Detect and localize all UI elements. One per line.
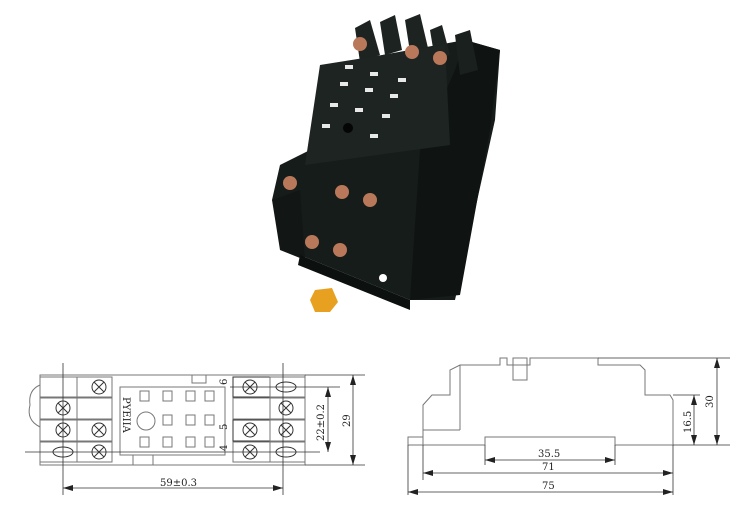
relay-socket-photo (272, 14, 500, 312)
din-clip (310, 288, 338, 312)
pin-label-5: 5 (219, 424, 230, 430)
pin-label-4: 4 (219, 445, 230, 451)
pin-label-6: 6 (219, 379, 230, 385)
dim-inner-height: 22±0.2 (316, 404, 327, 441)
dim-outer-height: 29 (342, 414, 353, 427)
relay-face (305, 45, 450, 165)
dim-overall-length: 75 (542, 481, 555, 492)
socket-side (410, 40, 500, 300)
dim-body-length: 71 (542, 462, 555, 473)
top-view-drawing: PYEIIA 6 5 4 59±0.3 22±0.2 29 (25, 363, 365, 495)
dim-low-height: 16.5 (683, 411, 694, 433)
dim-rail: 35.5 (538, 449, 560, 460)
side-view-drawing: 35.5 71 75 16.5 30 (407, 357, 730, 495)
pin-holes (322, 65, 406, 138)
dim-width: 59±0.3 (160, 478, 197, 489)
model-label: PYEIIA (120, 397, 131, 434)
dim-overall-height: 30 (705, 395, 716, 408)
terminal-screws (283, 37, 447, 257)
